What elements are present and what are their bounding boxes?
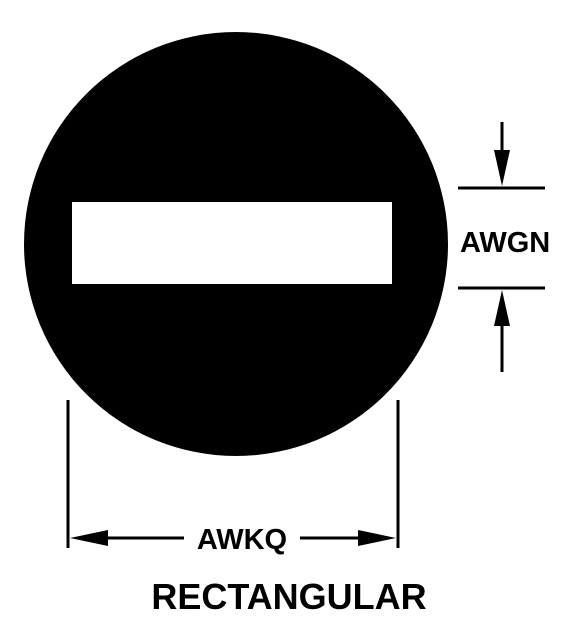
shape-caption: RECTANGULAR	[151, 576, 426, 617]
width-arrow-right-head	[358, 530, 396, 546]
height-arrow-bottom-head	[494, 290, 510, 326]
height-arrow-top-head	[494, 150, 510, 186]
height-dimension	[458, 122, 545, 372]
width-dimension-label: AWKQ	[197, 524, 287, 556]
height-dimension-label: AWGN	[460, 227, 550, 259]
rectangular-slot	[72, 202, 392, 284]
width-arrow-left-head	[70, 530, 108, 546]
width-dimension	[66, 400, 400, 548]
